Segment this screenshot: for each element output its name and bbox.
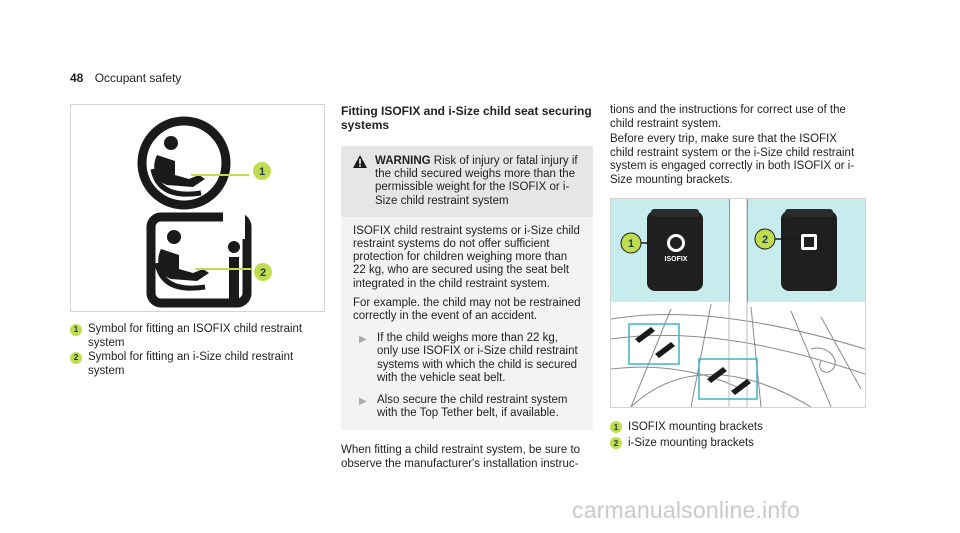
caption-text: i-Size mounting brackets <box>628 437 754 449</box>
caption-item: 1 ISOFIX mounting brackets <box>610 420 763 434</box>
warning-label: WARNING <box>375 155 431 167</box>
i-size-symbol-icon <box>146 209 252 308</box>
callout-2: 2 <box>754 228 776 250</box>
body-paragraph: Before every trip, make sure that the IS… <box>610 133 855 186</box>
caption-text: Symbol for fitting an ISOFIX child restr… <box>88 323 303 349</box>
section-name: Occupant safety <box>94 71 182 85</box>
caption-badge: 1 <box>610 421 622 433</box>
caption-text: Symbol for fitting an i-Size child restr… <box>88 351 294 377</box>
callout-1: 1 <box>620 232 642 254</box>
warning-paragraph: For example. the child may not be restra… <box>353 296 581 323</box>
caption-text: ISOFIX mounting brackets <box>628 421 763 433</box>
middle-column: Fitting ISOFIX and i-Size child seat sec… <box>341 104 593 471</box>
warning-bullet: ▶ Also secure the child restraint system… <box>359 394 581 420</box>
warning-triangle-icon <box>353 155 375 208</box>
bracket-highlight-left <box>628 323 680 365</box>
caption-item: 2 Symbol for fitting an i-Size child res… <box>70 351 330 378</box>
watermark-text: carmanualsonline.info <box>572 497 800 523</box>
callout-2-label: 2 <box>260 267 266 279</box>
arrow-right-icon: ▶ <box>359 396 367 408</box>
caption-badge: 1 <box>70 324 82 336</box>
mounting-brackets-figure: ISOFIX 1 2 <box>610 198 866 408</box>
isofix-cover-label: ISOFIX <box>665 256 688 263</box>
callout-1-label: 1 <box>628 238 634 250</box>
page-number: 48 <box>70 71 84 85</box>
bullet-text: Also secure the child restraint system w… <box>377 394 568 420</box>
right-column: tions and the instructions for correct u… <box>610 104 862 189</box>
mounting-brackets-illustration: ISOFIX 1 2 <box>611 199 865 407</box>
warning-box: WARNING Risk of injury or fatal injury i… <box>341 146 593 431</box>
caption-badge: 2 <box>610 437 622 449</box>
bullet-text: If the child weighs more than 22 kg, onl… <box>377 332 578 384</box>
warning-head-body: Risk of injury or fatal injury if the ch… <box>375 155 578 207</box>
callout-1: 1 <box>251 160 273 182</box>
arrow-right-icon: ▶ <box>359 334 367 346</box>
left-figure-captions: 1 Symbol for fitting an ISOFIX child res… <box>70 323 330 379</box>
child-seat-symbols-illustration: 1 2 <box>137 116 274 308</box>
callout-2-label: 2 <box>762 234 768 246</box>
warning-body: ISOFIX child restraint systems or i-Size… <box>341 217 593 431</box>
warning-paragraph: ISOFIX child restraint systems or i-Size… <box>353 224 580 290</box>
child-seat-symbols-figure: 1 2 <box>70 104 325 312</box>
caption-item: 2 i-Size mounting brackets <box>610 436 763 450</box>
warning-header: WARNING Risk of injury or fatal injury i… <box>341 146 593 217</box>
right-figure-captions: 1 ISOFIX mounting brackets 2 i-Size moun… <box>610 420 763 450</box>
caption-badge: 2 <box>70 352 82 364</box>
isofix-bracket-cover: ISOFIX <box>647 209 703 291</box>
section-title: Fitting ISOFIX and i-Size child seat sec… <box>341 104 592 132</box>
caption-item: 1 Symbol for fitting an ISOFIX child res… <box>70 323 330 350</box>
callout-2: 2 <box>252 261 274 283</box>
body-paragraph: tions and the instructions for correct u… <box>610 104 846 130</box>
body-paragraph: When fitting a child restraint system, b… <box>341 444 581 470</box>
i-size-bracket-cover <box>781 209 837 291</box>
bracket-highlight-right <box>698 358 758 400</box>
callout-1-label: 1 <box>259 166 265 178</box>
page-header: 48 Occupant safety <box>70 71 181 85</box>
isofix-symbol-icon <box>137 116 249 210</box>
warning-bullet: ▶ If the child weighs more than 22 kg, o… <box>359 332 581 385</box>
warning-head-text: WARNING Risk of injury or fatal injury i… <box>375 155 581 208</box>
